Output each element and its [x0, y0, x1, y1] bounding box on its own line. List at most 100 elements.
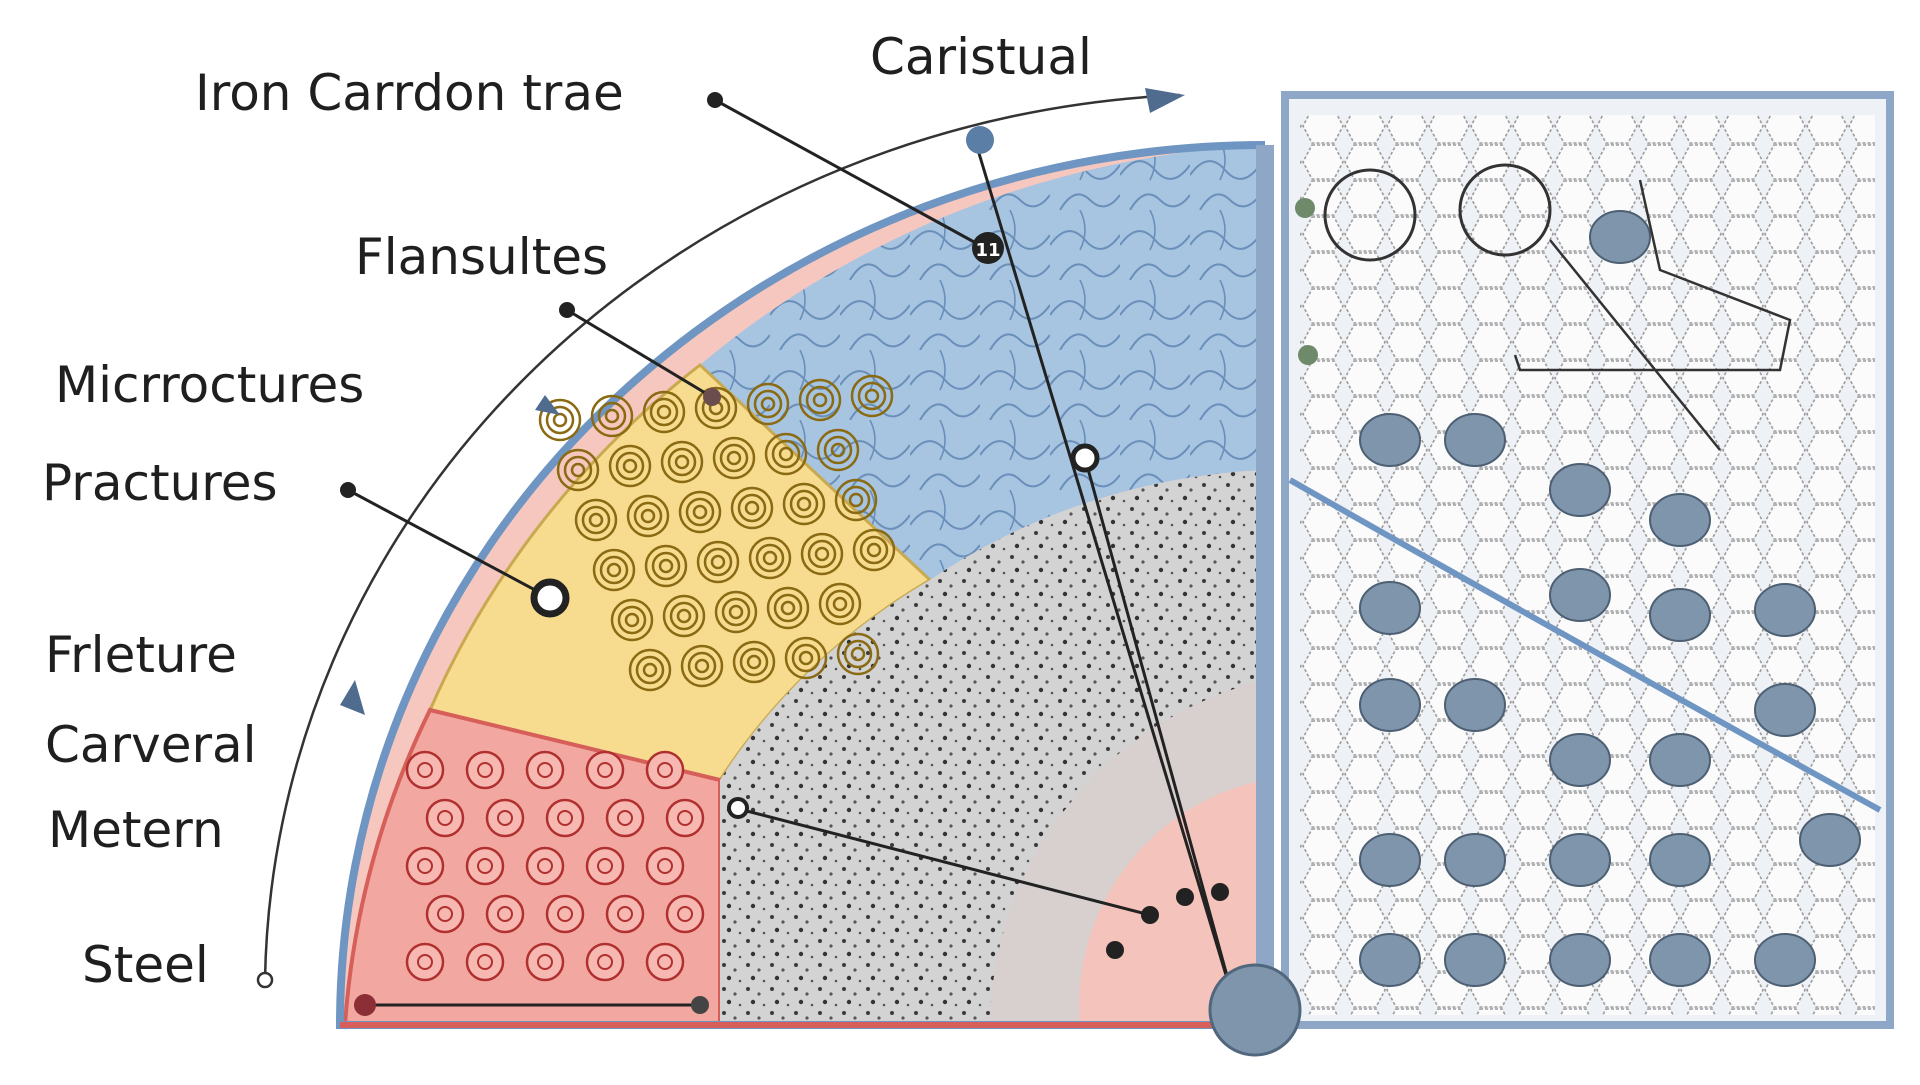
swirl-ring — [608, 444, 652, 488]
swirl-ring — [771, 439, 801, 469]
cell — [585, 846, 625, 886]
swirl-ring — [610, 598, 654, 642]
swirl-ring — [825, 589, 855, 619]
swirl-ring — [834, 478, 878, 522]
label-steel: Steel — [82, 936, 209, 994]
swirl-ring — [789, 489, 819, 519]
swirl-ring — [615, 451, 645, 481]
swirl-ring — [818, 582, 862, 626]
swirl-pattern — [538, 374, 896, 692]
swirl-ring — [719, 443, 749, 473]
swirl-ring — [628, 648, 672, 692]
label-carveral: Carveral — [45, 716, 257, 774]
cell-nucleus — [477, 762, 493, 778]
swirl-ring — [800, 532, 844, 576]
swirl-ring — [753, 389, 783, 419]
grain-dot — [1649, 833, 1711, 887]
cell — [545, 798, 585, 838]
swirl-ring — [762, 550, 778, 566]
cell-nucleus — [617, 906, 633, 922]
cell-pattern — [405, 750, 705, 982]
swirl-ring — [798, 378, 842, 422]
cell — [485, 894, 525, 934]
swirl-ring — [760, 396, 776, 412]
void-circle — [1323, 168, 1417, 262]
cell-nucleus — [597, 858, 613, 874]
cell-nucleus — [497, 906, 513, 922]
grain-dot — [1754, 583, 1816, 637]
marker-ring — [727, 797, 749, 819]
marker-ring — [530, 578, 570, 618]
swirl-ring — [748, 536, 792, 580]
grain-dot — [1549, 568, 1611, 622]
swirl-ring — [658, 558, 674, 574]
cell — [405, 750, 445, 790]
swirl-ring — [796, 496, 812, 512]
grain-dot — [1754, 933, 1816, 987]
swirl-ring — [746, 654, 762, 670]
swirl-ring — [694, 386, 738, 430]
swirl-ring — [850, 646, 866, 662]
grain-dot — [1649, 933, 1711, 987]
cell-nucleus — [477, 954, 493, 970]
cell-nucleus — [537, 762, 553, 778]
grain-dot — [1549, 733, 1611, 787]
swirl-ring — [703, 547, 733, 577]
cell — [605, 894, 645, 934]
swirl-ring — [746, 382, 790, 426]
quarter-disc — [340, 145, 1265, 1025]
swirl-ring — [823, 435, 853, 465]
pivot-hub — [1208, 963, 1302, 1057]
swirl-ring — [642, 662, 658, 678]
swirl-ring — [857, 381, 887, 411]
cell-nucleus — [617, 810, 633, 826]
swirl-ring — [852, 528, 896, 572]
swirl-ring — [739, 647, 769, 677]
swirl-ring — [687, 651, 717, 681]
cell-nucleus — [417, 762, 433, 778]
swirl-ring — [805, 385, 835, 415]
swirl-ring — [685, 497, 715, 527]
label-metern: Metern — [48, 801, 224, 859]
grain-dot — [1549, 833, 1611, 887]
cell-nucleus — [417, 858, 433, 874]
swirl-ring — [836, 632, 880, 676]
swirl-ring — [633, 501, 663, 531]
swirl-ring — [848, 492, 864, 508]
swirl-ring — [712, 436, 756, 480]
crack-line — [1288, 477, 1882, 813]
grain-dot — [1549, 933, 1611, 987]
cell-nucleus — [497, 810, 513, 826]
grain-dot — [1799, 813, 1861, 867]
swirl-ring — [597, 401, 627, 431]
leader-lines — [347, 98, 1237, 1007]
swirl-ring — [866, 542, 882, 558]
cell-nucleus — [537, 858, 553, 874]
grain-dot — [1444, 678, 1506, 732]
cell — [645, 846, 685, 886]
swirl-ring — [737, 493, 767, 523]
swirl-ring — [859, 535, 889, 565]
cell — [585, 942, 625, 982]
label-iron-carbon: Iron Carrdon trae — [195, 64, 624, 122]
outer-arc — [263, 93, 1181, 981]
swirl-ring — [581, 505, 611, 535]
grain-dot — [1649, 588, 1711, 642]
swirl-ring — [782, 482, 826, 526]
swirl-ring — [570, 462, 586, 478]
cell-nucleus — [437, 906, 453, 922]
cell-nucleus — [417, 954, 433, 970]
grain-dot — [1444, 933, 1506, 987]
grain-dot — [1359, 413, 1421, 467]
cell-nucleus — [557, 906, 573, 922]
swirl-ring — [635, 655, 665, 685]
swirl-ring — [816, 428, 860, 472]
swirl-ring — [680, 644, 724, 688]
grain-dot — [1649, 493, 1711, 547]
swirl-ring — [640, 508, 656, 524]
cell — [485, 798, 525, 838]
swirl-ring — [552, 412, 568, 428]
swirl-ring — [692, 504, 708, 520]
